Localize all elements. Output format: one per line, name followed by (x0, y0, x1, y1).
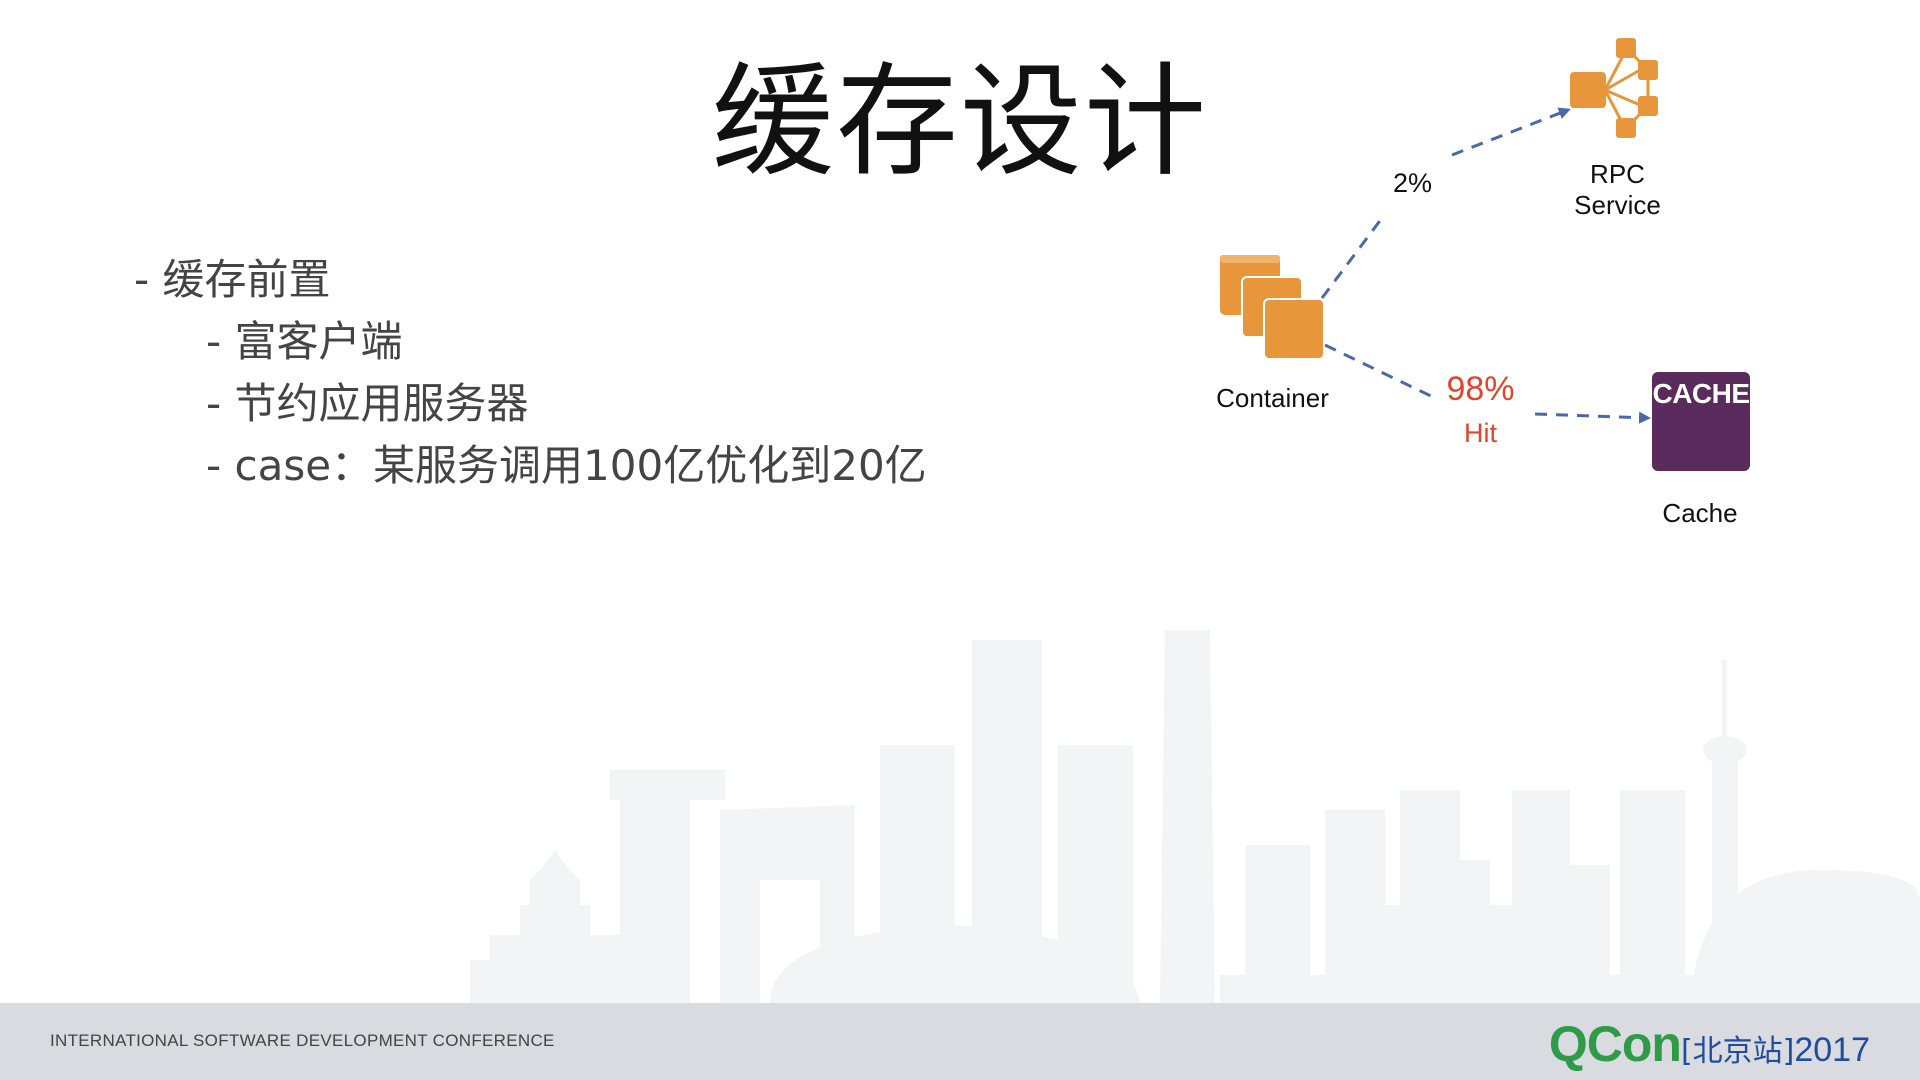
logo-year: 2017 (1794, 1031, 1870, 1069)
bullet-item: - case：某服务调用100亿优化到20亿 (206, 441, 927, 490)
cache-icon (1652, 372, 1750, 471)
hit-label: Hit (1464, 418, 1497, 448)
arrow-to-rpc-upper (1451, 107, 1571, 157)
rpc-service-icon (1570, 38, 1658, 138)
container-icon (1220, 255, 1325, 360)
miss-percent: 2% (1392, 168, 1433, 198)
cache-label: Cache (1662, 498, 1738, 528)
bullet-item: - 富客户端 (206, 317, 403, 366)
logo-location: [北京站] (1680, 1034, 1795, 1069)
container-label: Container (1216, 383, 1329, 413)
rpc-service-label: RPC Service (1560, 159, 1675, 221)
bullet-item: - 节约应用服务器 (206, 379, 529, 428)
arrow-to-rpc (1320, 217, 1384, 299)
footer-bar: INTERNATIONAL SOFTWARE DEVELOPMENT CONFE… (0, 1003, 1920, 1080)
slide-title: 缓存设计 (712, 51, 1208, 193)
hit-percent: 98% (1446, 370, 1515, 408)
rpc-label-line1: RPC (1590, 159, 1645, 189)
rpc-label-line2: Service (1574, 190, 1661, 220)
logo-brand: QCon (1548, 1016, 1682, 1072)
cache-box-text: CACHE (1652, 378, 1750, 409)
conference-name: INTERNATIONAL SOFTWARE DEVELOPMENT CONFE… (50, 1031, 555, 1050)
qcon-logo: QCon[北京站]2017 (1549, 1015, 1870, 1073)
arrow-to-cache-right (1534, 411, 1651, 424)
bullet-item: - 缓存前置 (134, 255, 331, 304)
